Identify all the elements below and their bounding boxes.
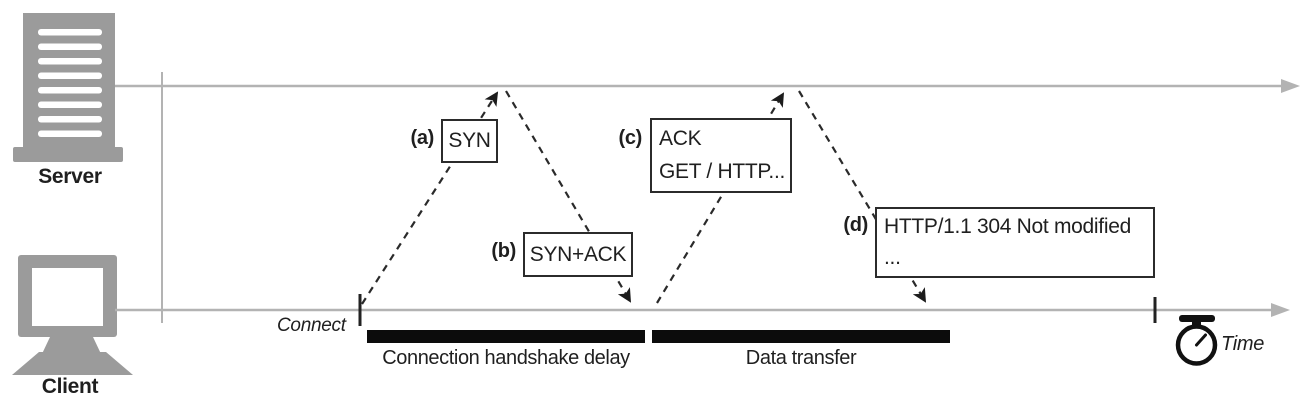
message-b-box: SYN+ACK [523, 232, 633, 277]
server-timeline [115, 79, 1300, 93]
message-d-line-2: ... [884, 246, 901, 269]
message-b-tag: (b) [491, 240, 516, 262]
ack-get-arrow [656, 92, 785, 304]
message-d-box: HTTP/1.1 304 Not modified ... [875, 207, 1155, 278]
message-c-line-1: ACK [659, 127, 702, 150]
time-label: Time [1221, 333, 1265, 355]
handshake-delay-label: Connection handshake delay [382, 347, 630, 369]
client-timeline-arrowhead-icon [1271, 303, 1290, 317]
handshake-delay-bar [367, 330, 645, 343]
message-a-text: SYN [448, 129, 491, 152]
server-tower-icon [13, 13, 123, 162]
message-d-tag: (d) [843, 214, 868, 236]
server-timeline-arrowhead-icon [1281, 79, 1300, 93]
server-label: Server [38, 165, 102, 188]
syn-ack-arrow [505, 90, 632, 303]
desktop-computer-icon [12, 255, 133, 375]
message-a-box: SYN [441, 119, 498, 163]
connect-label: Connect [277, 315, 346, 336]
message-c-tag: (c) [618, 127, 642, 149]
data-transfer-bar [652, 330, 950, 343]
client-label: Client [41, 375, 99, 398]
message-a-tag: (a) [410, 127, 434, 149]
message-d-line-1: HTTP/1.1 304 Not modified [884, 215, 1131, 238]
data-transfer-label: Data transfer [745, 347, 857, 369]
http-response-arrow [798, 90, 927, 303]
message-b-text: SYN+ACK [529, 242, 627, 266]
message-c-line-2: GET / HTTP... [659, 160, 786, 183]
stopwatch-icon [1175, 315, 1218, 366]
client-timeline [115, 303, 1290, 317]
message-c-box: ACK GET / HTTP... [650, 118, 792, 193]
